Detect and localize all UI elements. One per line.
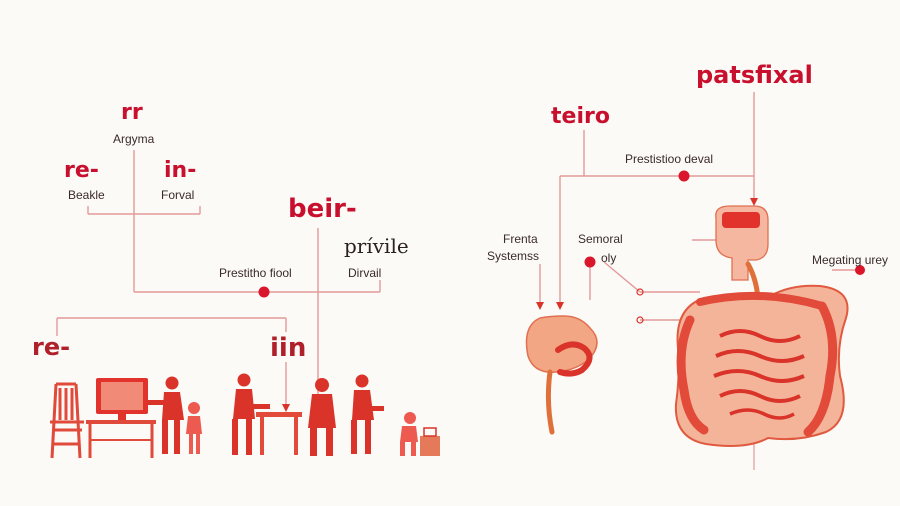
node-dot — [855, 265, 865, 275]
center-caption-secondary: Dirvail — [348, 266, 382, 280]
term-top-caption: Argyma — [113, 132, 155, 146]
center-caption: Prestitho fiool — [219, 266, 292, 280]
label-megating-urey: Megating urey — [812, 253, 889, 267]
arrow-head — [282, 404, 290, 412]
term-left-caption: Beakle — [68, 188, 105, 202]
node-dot — [678, 170, 690, 182]
diagram-right-subtitle: teiro — [551, 104, 610, 129]
label-frenta: Frenta — [503, 232, 538, 246]
left-tree-connectors — [56, 150, 381, 415]
stomach-illustration — [525, 315, 598, 435]
people-illustration — [146, 373, 440, 456]
term-middle-caption: prívile — [344, 234, 409, 258]
arrow-head — [750, 198, 758, 206]
term-top: rr — [121, 100, 143, 125]
node-dot — [258, 286, 270, 298]
chair-illustration — [50, 382, 84, 459]
arrow-head — [536, 302, 544, 310]
term-left: re- — [64, 158, 99, 183]
label-semoral: Semoral — [578, 232, 623, 246]
diagram-right-title: patsfixal — [696, 61, 813, 89]
node-ring — [636, 316, 644, 324]
label-systemss: Systemss — [487, 249, 540, 263]
term-right: in- — [164, 158, 197, 183]
term-right-caption: Forval — [161, 188, 195, 202]
desk-illustration — [86, 378, 156, 458]
right-tree-connectors — [539, 92, 860, 321]
arrow-head — [556, 302, 564, 310]
label-oly: oly — [601, 251, 617, 265]
intestines-illustration — [674, 284, 849, 447]
node-dot — [584, 256, 596, 268]
term-bottom-right: iin — [270, 333, 307, 363]
node-ring — [636, 288, 644, 296]
term-bottom-left: re- — [32, 333, 71, 361]
term-middle: beir- — [288, 194, 357, 224]
right-caption: Prestistioo deval — [625, 152, 714, 166]
